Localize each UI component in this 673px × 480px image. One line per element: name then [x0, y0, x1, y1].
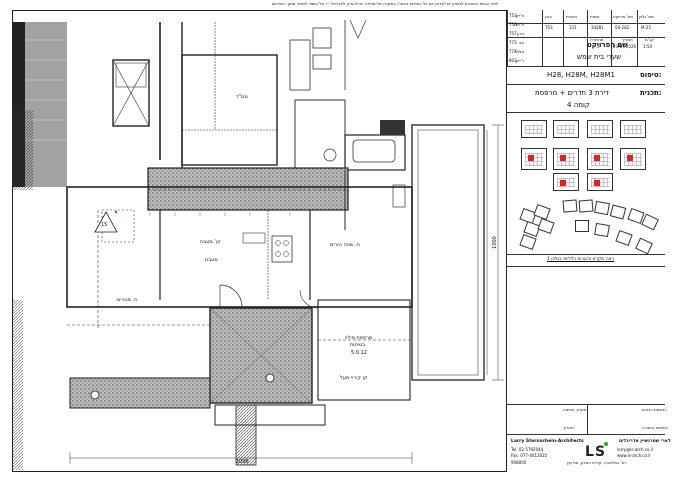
firm-address: רח' המלאכה, קריית המדע, מודיעין — [567, 460, 627, 465]
date-value: 23/07/2020 — [613, 44, 637, 49]
val-appendix: 34281 — [591, 25, 604, 30]
sign-date-2: תאריך: — [563, 425, 575, 430]
row-code-1: 756 — [509, 22, 517, 27]
scale-label: קנ"מ — [645, 37, 654, 42]
row-name-3: אב — [519, 40, 524, 45]
label-balcony-val: 5.0.12 — [351, 350, 367, 356]
date-label: תאריך — [622, 37, 633, 42]
project-label: שם הפרויקט — [587, 41, 628, 49]
scale-value: 1:50 — [643, 44, 652, 49]
svg-text:L: L — [585, 444, 594, 460]
firm-name-en: Larry Sternschein-Architects — [511, 439, 584, 444]
hdr-appendix: נספח — [590, 14, 600, 19]
title-block: מס' גליון מס' פרויקט נספח תוכנית בניין M… — [506, 10, 671, 472]
rev-value: 5 — [597, 44, 600, 49]
label-balcony: מרפסת מילוי — [345, 335, 373, 341]
hdr-sheet: מס' גליון — [639, 14, 654, 19]
svg-text:S: S — [595, 444, 605, 460]
right-balcony-frame — [411, 124, 485, 381]
label-rail: קו קירוי מעל — [340, 375, 368, 381]
type-value: H28, H28M, H28M1 — [547, 71, 615, 79]
firm-tel: Tel. 02-5792044 — [511, 447, 544, 452]
firm-logo-icon: L S — [585, 442, 608, 460]
label-living: ח. מגורים — [117, 297, 138, 303]
row-code-0: 753 — [509, 13, 517, 18]
section-marker — [94, 211, 118, 233]
val-plan: 131 — [569, 25, 577, 30]
label-kitchen: מטבח — [205, 257, 218, 263]
firm-email: larry@ls-arch.co.il — [617, 447, 653, 452]
val-project: 04-282 — [615, 25, 630, 30]
balcony-lower — [69, 377, 211, 409]
label-bedroom: ח. שינה הורים — [330, 242, 360, 248]
row-name-5: ד'ייק — [516, 58, 524, 63]
label-kitchen-line: קו' מטבח — [200, 239, 221, 245]
rev-label: מהדורה — [590, 37, 604, 42]
project-name: שערי בית שמש — [577, 53, 622, 61]
floor-plan-drawing — [13, 19, 504, 470]
firm-web: www.ls-arch.co.il — [617, 453, 651, 458]
row-code-2: 757 — [509, 31, 517, 36]
hdr-building: בניין — [545, 14, 552, 19]
sign-owner: חתימת הרוכש: — [642, 407, 668, 412]
main-walls — [66, 186, 413, 308]
dimension-right: 1000 — [491, 236, 498, 249]
dimension-bottom: 1096 — [236, 459, 249, 465]
hdr-plan: תוכנית — [566, 14, 577, 19]
top-note: לפני הגשת התוכנית לביצוע יש לבדוק את כל … — [271, 1, 498, 6]
shaft — [112, 59, 150, 127]
general-notes-link[interactable]: ראה מקרא והערות כלליות בגליון 1 — [547, 257, 615, 262]
sign-date: תאריך חתימה: — [563, 407, 588, 412]
label-safe-room: ממ"ד — [236, 94, 248, 100]
row-name-2: ניכון — [517, 31, 524, 36]
row-code-3: 773 — [509, 40, 517, 45]
type-label: טיפוס: — [640, 71, 662, 79]
plan-value: דירת 3 חדרים + מרפסת — [535, 89, 609, 97]
row-name-0: פ'ייק — [515, 13, 524, 18]
row-name-4: אלול — [515, 49, 524, 54]
safe-room — [181, 54, 278, 166]
doc-code: 908000 — [511, 460, 527, 465]
hdr-project: מס' פרויקט — [613, 14, 633, 19]
val-sheet: M-25 — [641, 25, 651, 30]
row-code-5: 803 — [509, 58, 517, 63]
floor-value: קומה 4 — [567, 101, 590, 109]
val-building: 753 — [545, 25, 553, 30]
firm-name-he: לארי שטרנשיין אדריכלים — [619, 439, 671, 444]
label-balcony-sub: בטיחות — [350, 342, 366, 348]
firm-fax: Fax. 077-4012022 — [511, 453, 548, 458]
row-code-4: 774 — [509, 49, 517, 54]
marker-number: 15 — [101, 222, 108, 228]
plan-label: תכנית: — [640, 89, 662, 97]
row-name-1: א'-ת' — [515, 22, 524, 27]
sign-company: חתימת החברה: — [642, 425, 669, 430]
